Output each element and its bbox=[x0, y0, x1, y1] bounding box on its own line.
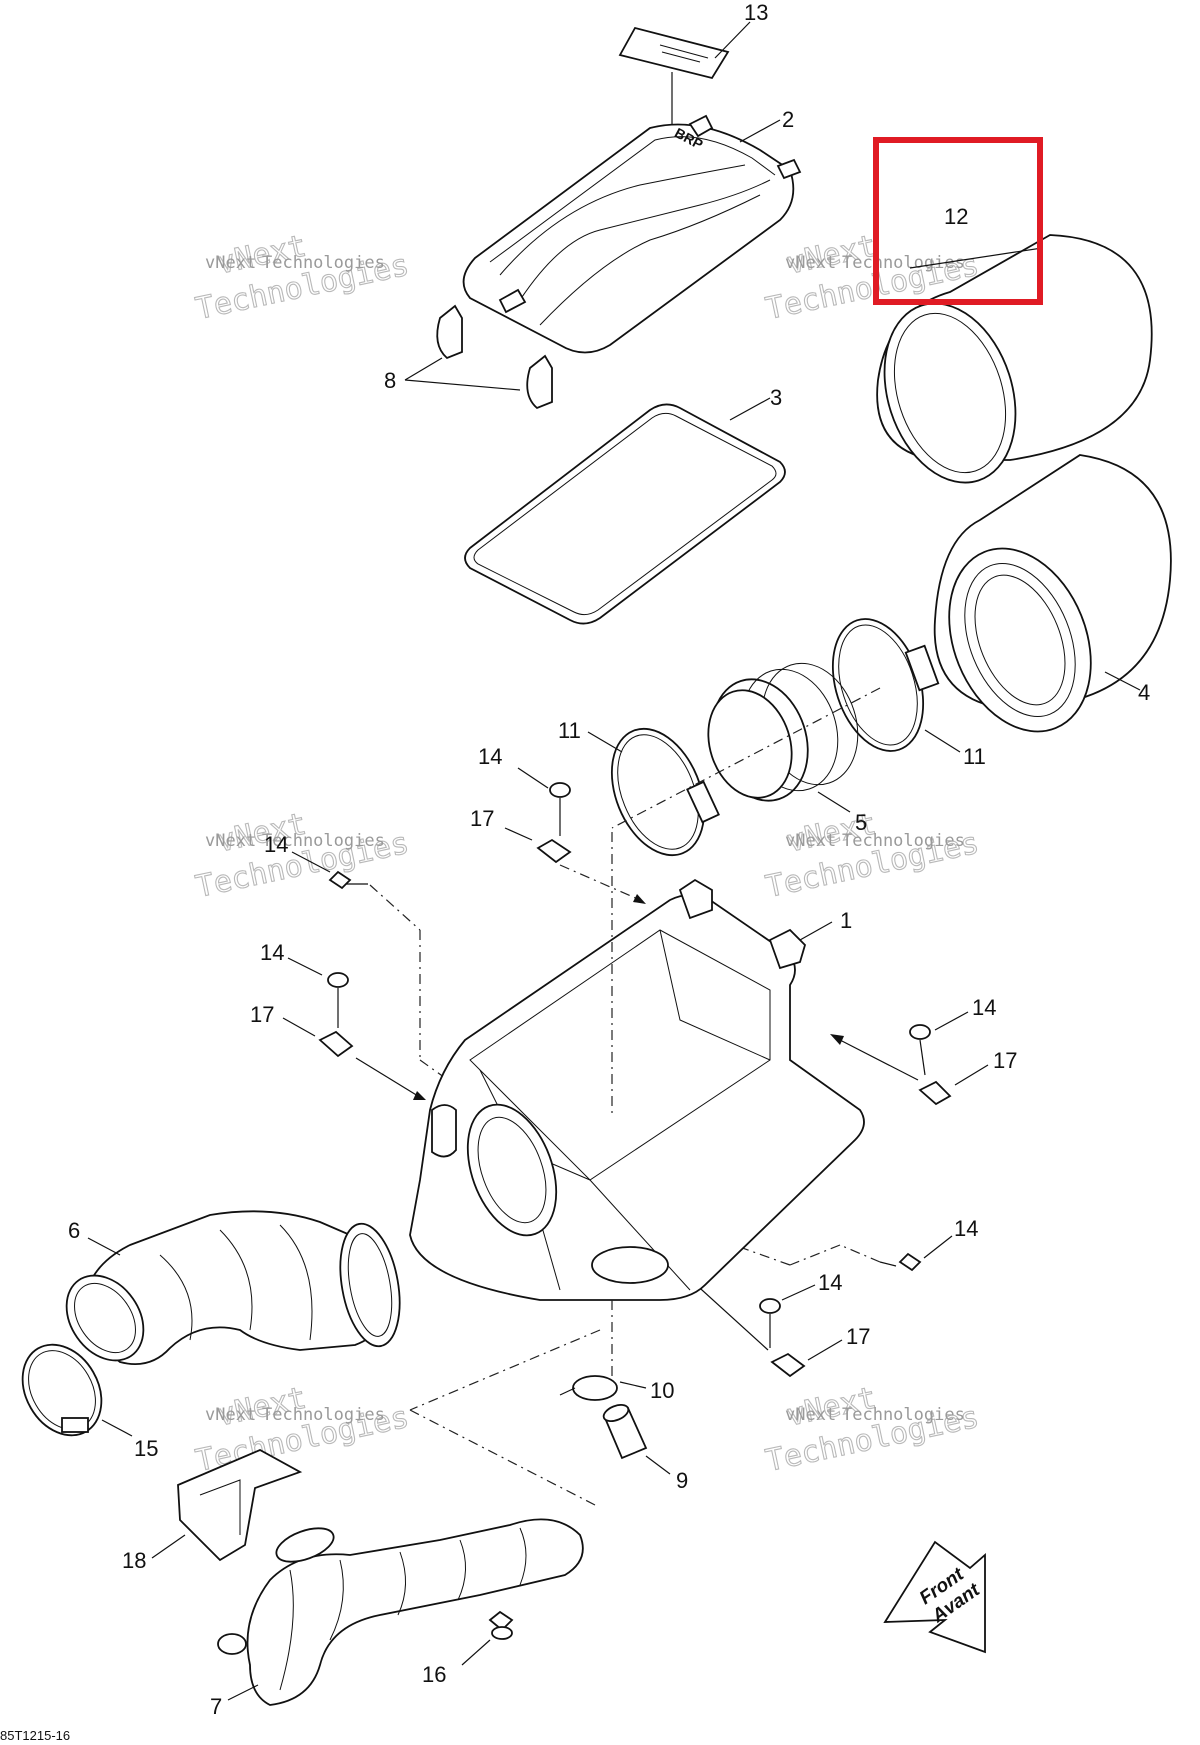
part-1-airbox-base bbox=[409, 832, 865, 1301]
callout-18: 18 bbox=[122, 1548, 146, 1573]
callout-11-lower: 11 bbox=[558, 718, 581, 743]
callout-2: 2 bbox=[782, 107, 794, 132]
callout-6: 6 bbox=[68, 1218, 80, 1243]
callout-14-side: 14 bbox=[264, 832, 288, 857]
callout-5: 5 bbox=[855, 810, 867, 835]
watermark-small-technologies: Technologies bbox=[262, 253, 385, 273]
part-12-filter-element bbox=[876, 234, 1153, 484]
part-4-filter-housing bbox=[933, 454, 1172, 733]
part-8-clips bbox=[404, 304, 553, 410]
watermark-small-technologies: Technologies bbox=[262, 831, 385, 851]
callout-13: 13 bbox=[744, 0, 768, 25]
watermark-small-technologies: Technologies bbox=[842, 253, 965, 273]
highlight-box-callout-12 bbox=[873, 137, 1043, 305]
callout-17-top: 17 bbox=[470, 806, 494, 831]
callout-17-left: 17 bbox=[250, 1002, 274, 1027]
callout-17-bottom: 17 bbox=[846, 1324, 870, 1349]
callout-11-upper: 11 bbox=[963, 744, 986, 769]
part-16-screw bbox=[461, 1610, 514, 1666]
callout-14-right: 14 bbox=[972, 995, 996, 1020]
part-6-intake-boot bbox=[65, 1210, 401, 1366]
watermark-small-vnext: vNext bbox=[205, 831, 256, 851]
callout-12: 12 bbox=[944, 204, 968, 229]
part-3-gasket bbox=[464, 397, 786, 625]
part-18-bracket bbox=[151, 1449, 303, 1562]
watermark-small-technologies: Technologies bbox=[262, 1405, 385, 1425]
fasteners-group bbox=[282, 767, 989, 1378]
figure-reference-code: 85T1215-16 bbox=[0, 1728, 70, 1743]
callout-8: 8 bbox=[384, 368, 396, 393]
watermark-small-vnext: vNext bbox=[205, 1405, 256, 1425]
watermark-small-technologies: Technologies bbox=[842, 1405, 965, 1425]
callout-10: 10 bbox=[650, 1378, 674, 1403]
callout-7: 7 bbox=[210, 1694, 222, 1719]
watermark-small-vnext: vNext bbox=[785, 831, 836, 851]
callout-17-right: 17 bbox=[993, 1048, 1017, 1073]
callout-14-right-lower: 14 bbox=[954, 1216, 978, 1241]
watermark-small-technologies: Technologies bbox=[842, 831, 965, 851]
watermark-small-vnext: vNext bbox=[205, 253, 256, 273]
callout-1: 1 bbox=[840, 908, 852, 933]
callout-numbers: 13 2 12 8 3 4 11 11 14 17 5 14 1 14 17 1… bbox=[68, 0, 1150, 1719]
part-5-adapter bbox=[707, 662, 859, 813]
front-direction-arrow: Front Avant bbox=[883, 1540, 986, 1654]
part-7-hose bbox=[217, 1518, 584, 1706]
callout-4: 4 bbox=[1138, 680, 1150, 705]
callout-14-top: 14 bbox=[478, 744, 502, 769]
part-10-clip bbox=[559, 1375, 647, 1401]
callout-16: 16 bbox=[422, 1662, 446, 1687]
part-15-clamp bbox=[21, 1343, 133, 1437]
part-11-clamp-upper bbox=[831, 618, 961, 753]
callout-14-bottom: 14 bbox=[818, 1270, 842, 1295]
callout-3: 3 bbox=[770, 385, 782, 410]
callout-14-left: 14 bbox=[260, 940, 284, 965]
callout-15: 15 bbox=[134, 1436, 158, 1461]
callout-9: 9 bbox=[676, 1468, 688, 1493]
watermark-small-vnext: vNext bbox=[785, 253, 836, 273]
part-11-clamp-lower bbox=[587, 687, 881, 857]
watermark-small-vnext: vNext bbox=[785, 1405, 836, 1425]
part-2-cover: BRP bbox=[462, 114, 802, 354]
part-9-drain-tube bbox=[602, 1403, 671, 1475]
